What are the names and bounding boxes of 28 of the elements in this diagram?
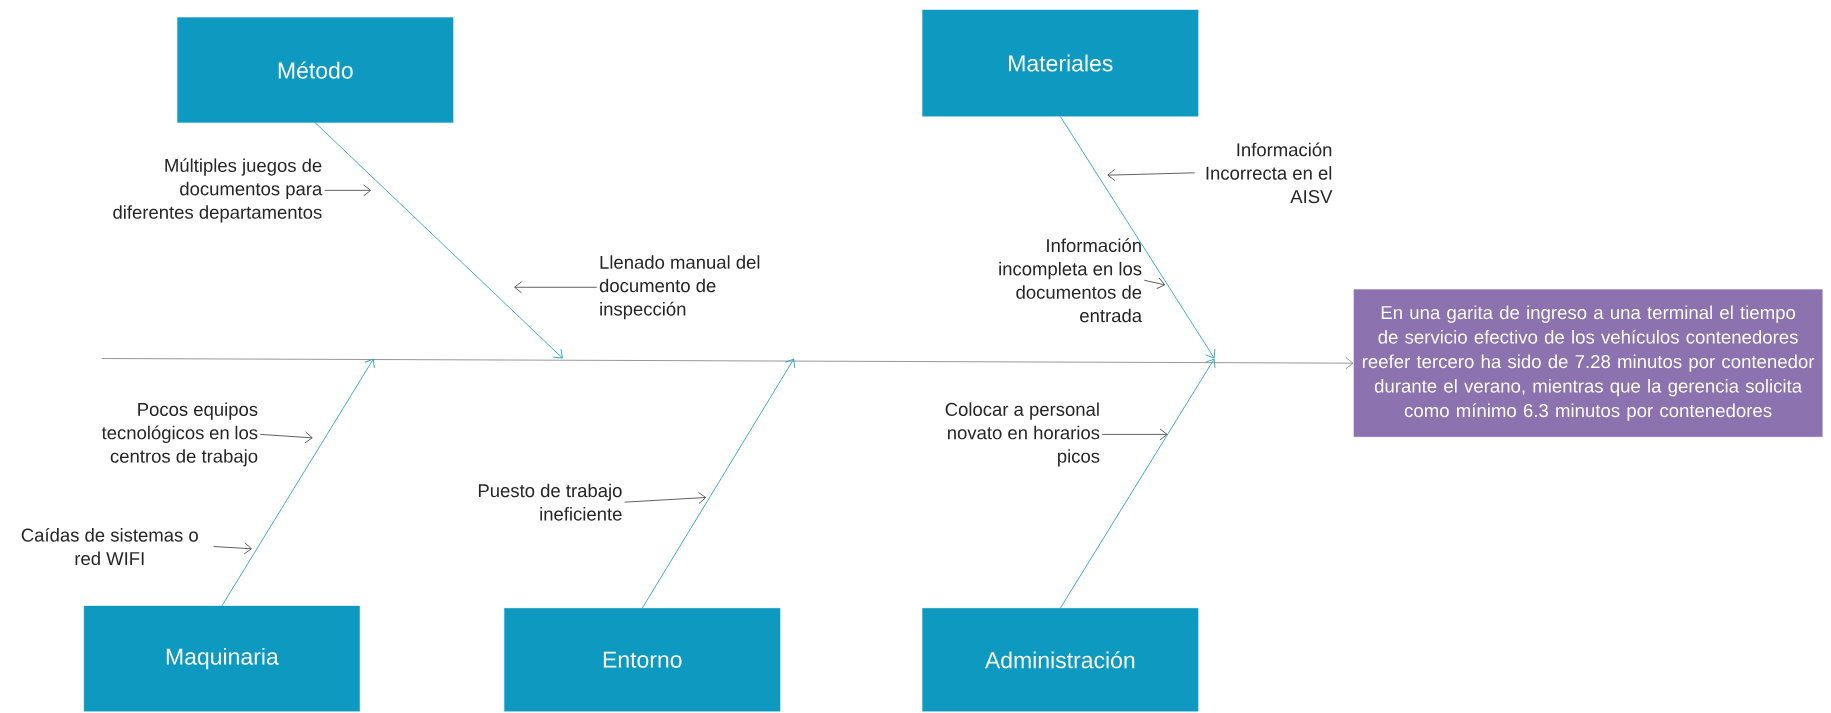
bone-arrow [314,122,563,359]
category-box: Maquinaria [83,605,360,712]
category-box: Método [177,17,454,123]
bone-arrow [641,358,796,609]
category-box: Entorno [504,607,781,712]
cause-text: Llenado manual del documento de inspección [599,255,760,320]
arrow [213,542,252,555]
cause-text: Caídas de sistemas o red WIFI [21,527,198,565]
arrow [1107,168,1196,181]
bone-arrow [1059,115,1216,359]
arrow [1101,428,1168,441]
arrow [259,431,313,444]
arrow [324,184,372,197]
cause-text: Información incompleta en los documentos de entrada [999,238,1143,323]
spine-arrow [101,356,1354,369]
category-box: Materiales [922,9,1199,117]
cause-text: Información Incorrecta en el AISV [1206,142,1333,203]
cause-text: Colocar a personal novato en horarios picos [945,402,1100,467]
category-box: Administración [922,607,1199,712]
arrow [624,491,707,504]
cause-text: Pocos equipos tecnológicos en los centros de trabajo [101,402,258,467]
arrow [514,281,598,293]
arrow [1143,277,1166,289]
bone-arrow [1059,358,1216,609]
bone-arrow [221,358,375,607]
cause-text: Múltiples juegos de documentos para diferentes departamentos [113,157,323,223]
effect-box: En una garita de ingreso a una terminal el tiempo de servicio efectivo de los vehículos contenedores reefer tercero ha sido de 7.28 minutos por contenedor durante el verano, mientras que la gerencia solicita como mínimo 6.3 minutos por contenedores [1353,289,1823,437]
cause-text: Puesto de trabajo ineficiente [478,483,622,521]
